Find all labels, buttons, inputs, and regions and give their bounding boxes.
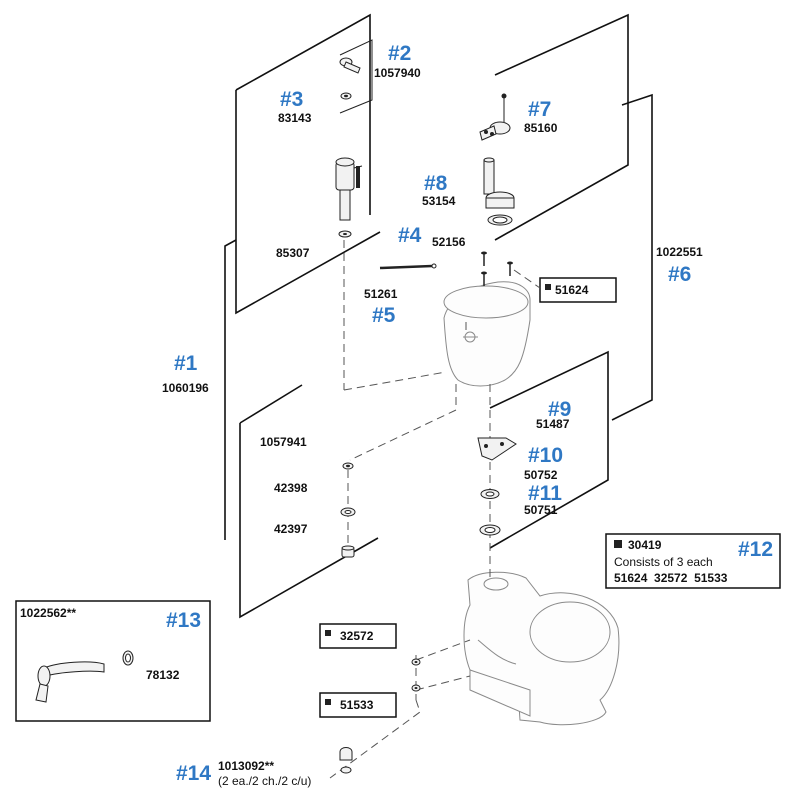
filled-square-icon <box>545 284 551 290</box>
part-number-51533: 51533 <box>340 698 374 712</box>
kit-12-part-number: 30419 <box>628 538 662 552</box>
callout-8: #8 <box>424 172 448 195</box>
kit-1-connector <box>224 239 237 540</box>
part-number-32572: 32572 <box>340 629 374 643</box>
nut-icon <box>340 92 352 100</box>
callout-10: #10 <box>528 444 563 467</box>
filled-square-icon <box>325 699 331 705</box>
callout-7: #7 <box>528 98 551 121</box>
washer-icon <box>480 489 500 499</box>
part-box-51533 <box>319 692 397 718</box>
kit-14-note: (2 ea./2 ch./2 c/u) <box>218 774 311 788</box>
gasket-panel <box>489 350 609 549</box>
part-number-1022562: 1022562** <box>20 606 76 620</box>
part-number-1057940: 1057940 <box>374 66 421 80</box>
part-number-85160: 85160 <box>524 121 558 135</box>
part-number-1060196: 1060196 <box>162 381 209 395</box>
trip-lever-icon <box>35 650 134 703</box>
callout-11: #11 <box>528 482 562 505</box>
kit-13-box <box>15 600 211 722</box>
part-box-32572 <box>319 623 397 649</box>
tank-bolt-icon <box>481 251 513 286</box>
kit-12-text: 30419 Consists of 3 each 51624 32572 515… <box>614 538 728 585</box>
callout-4: #4 <box>398 224 422 247</box>
bolt-panel-bottom <box>239 423 379 619</box>
handle-panel <box>339 39 373 114</box>
fill-valve-panel-top <box>235 13 371 215</box>
tank-illustration <box>443 281 531 387</box>
part-number-50751: 50751 <box>524 503 558 517</box>
callout-5: #5 <box>372 304 396 327</box>
washer-42398-icon <box>340 507 356 517</box>
kit-12-line2: 51624 32572 51533 <box>614 571 728 585</box>
callout-labels: #2 #3 #7 #8 #4 #6 #5 #1 #9 #10 #11 #12 #… <box>166 42 773 785</box>
kit-1-brackets <box>224 13 381 619</box>
kit-12-line1: Consists of 3 each <box>614 555 713 569</box>
kit-6-connector <box>611 93 653 421</box>
bracket-icon <box>477 437 517 461</box>
part-number-53154: 53154 <box>422 194 456 208</box>
bowl-nut-icon <box>411 658 421 692</box>
bowl-illustration <box>463 571 620 726</box>
part-number-83143: 83143 <box>278 111 312 125</box>
part-number-42397: 42397 <box>274 522 308 536</box>
gasket-icon <box>479 524 501 536</box>
callout-13: #13 <box>166 609 201 632</box>
fill-valve-icon <box>335 157 363 238</box>
flush-valve-panel <box>494 13 629 241</box>
trip-lever-handle-icon <box>339 57 361 74</box>
part-glyphs <box>335 57 517 774</box>
part-number-1057941: 1057941 <box>260 435 307 449</box>
nut-1057941-icon <box>342 462 354 470</box>
part-number-42398: 42398 <box>274 481 308 495</box>
part-number-labels: 1057940 83143 85160 53154 52156 1022551 … <box>20 66 703 788</box>
kit-12-box <box>605 533 781 589</box>
callout-1: #1 <box>174 352 198 375</box>
trip-lever-rod-icon <box>379 263 437 270</box>
part-number-50752: 50752 <box>524 468 558 482</box>
part-number-85307: 85307 <box>276 246 310 260</box>
part-number-1022551: 1022551 <box>656 245 703 259</box>
flapper-icon <box>479 93 511 141</box>
part-number-1013092: 1013092** <box>218 759 274 773</box>
flush-valve-icon <box>483 157 515 226</box>
part-number-51261: 51261 <box>364 287 398 301</box>
callout-6: #6 <box>668 263 691 286</box>
callout-3: #3 <box>280 88 303 111</box>
kit-6-brackets <box>489 13 653 549</box>
part-box-51624 <box>539 277 617 303</box>
callout-14: #14 <box>176 762 211 785</box>
nut-42397-icon <box>341 545 355 558</box>
fill-valve-panel-bottom <box>235 90 381 315</box>
callout-12: #12 <box>738 538 773 561</box>
bolt-panel-top <box>239 384 303 424</box>
bolt-cap-icon <box>339 747 353 774</box>
callout-2: #2 <box>388 42 411 65</box>
part-number-51487: 51487 <box>536 417 570 431</box>
callout-9: #9 <box>548 398 571 421</box>
part-number-52156: 52156 <box>432 235 466 249</box>
part-number-51624: 51624 <box>555 283 589 297</box>
filled-square-icon <box>614 540 622 548</box>
part-number-78132: 78132 <box>146 668 180 682</box>
filled-square-icon <box>325 630 331 636</box>
